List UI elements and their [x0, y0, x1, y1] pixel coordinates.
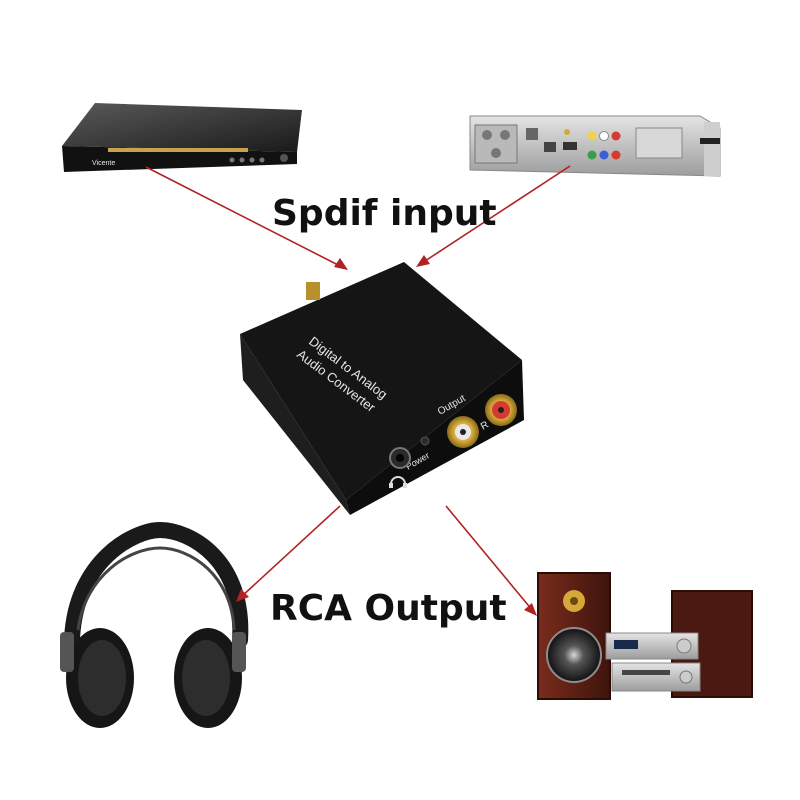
arrows	[145, 165, 571, 616]
arrow-converter-to-speakers	[445, 505, 537, 616]
dvd-player: Vicente	[62, 103, 302, 172]
headphone-jack	[389, 447, 411, 469]
converter-box: Digital to Analog Audio Converter Output…	[240, 262, 524, 515]
receiver-knob-icon	[679, 670, 693, 684]
rf-out-port-icon	[500, 130, 510, 140]
left-earcup	[60, 628, 134, 728]
headphones	[60, 521, 249, 728]
power-cable-icon	[700, 138, 720, 144]
usb-port-icon	[544, 142, 556, 152]
spdif-input-jack	[306, 282, 320, 300]
rca-output-ports	[587, 131, 621, 160]
arrow-dvd-to-converter	[145, 166, 348, 270]
speaker-system	[537, 572, 753, 700]
converter-top	[240, 262, 522, 500]
rca-left-jack	[447, 416, 479, 448]
receiver-disc-tray	[622, 670, 670, 675]
hdmi-port-icon	[563, 142, 577, 150]
rf-in-port-icon	[482, 130, 492, 140]
right-earcup	[174, 628, 246, 728]
rca-right-jack	[485, 394, 517, 426]
woofer-icon	[547, 628, 601, 682]
headband-padding	[76, 546, 236, 631]
amplifier-display	[614, 640, 638, 649]
converter-left-side	[240, 334, 350, 515]
headband	[64, 521, 249, 648]
set-top-box-side	[704, 122, 720, 176]
power-led-icon	[420, 436, 430, 446]
spdif-input-heading: Spdif input	[272, 193, 497, 234]
spdif-optical-port-icon	[564, 129, 570, 135]
lan-port-icon	[526, 128, 538, 140]
converter-front-panel	[346, 360, 524, 515]
dvd-buttons	[229, 154, 288, 163]
headphone-icon	[389, 476, 407, 488]
left-speaker	[537, 572, 611, 700]
coax-port-icon	[491, 148, 501, 158]
arrow-converter-to-headphones	[236, 505, 341, 602]
amplifier	[605, 632, 699, 660]
set-top-box	[469, 115, 721, 177]
arrow-settopbox-to-converter	[416, 165, 571, 267]
dvd-player-front	[62, 146, 297, 172]
dvd-brand-label: Vicente	[92, 160, 115, 167]
rca-output-heading: RCA Output	[270, 588, 507, 629]
dvd-disc-tray	[108, 148, 248, 152]
cd-receiver	[611, 662, 701, 692]
dvd-player-top	[62, 103, 302, 152]
volume-knob-icon	[676, 638, 692, 654]
right-channel-label: R	[479, 419, 491, 432]
rating-label-sticker	[635, 127, 683, 159]
